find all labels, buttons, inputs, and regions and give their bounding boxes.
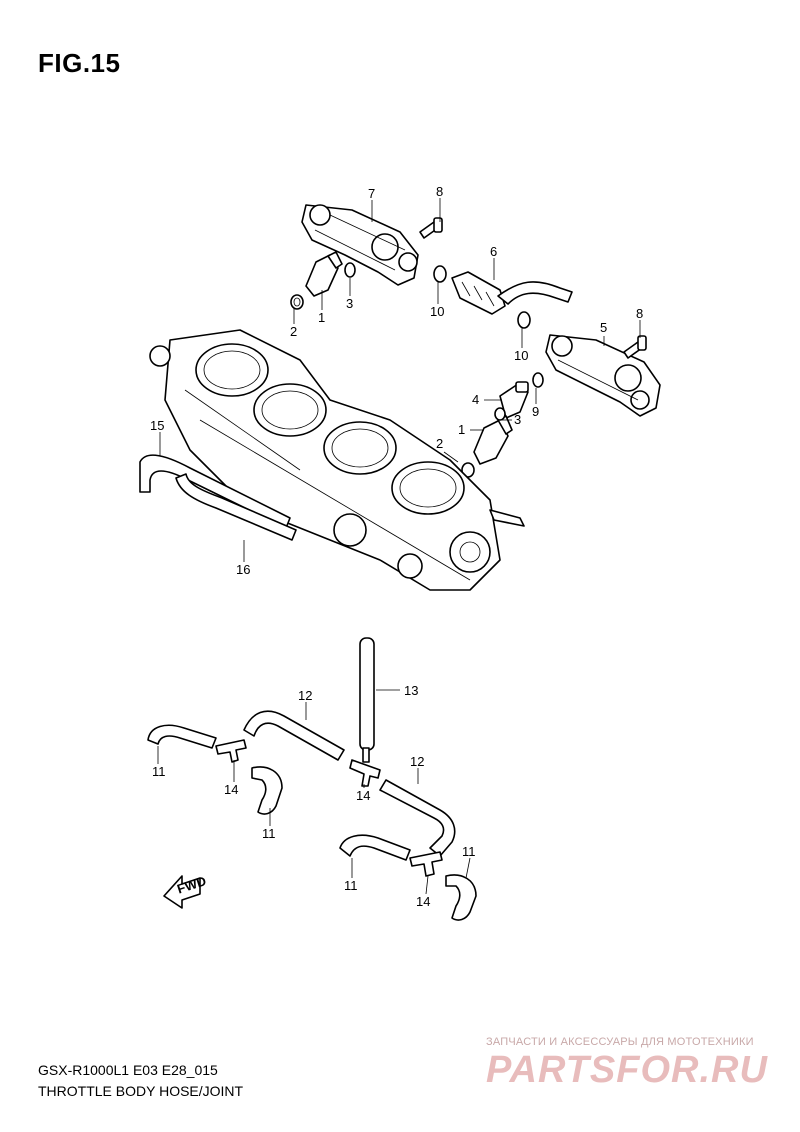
callout-11-a: 11 bbox=[152, 764, 166, 779]
o-ring-upper-2[interactable] bbox=[290, 294, 304, 310]
callout-1-upper: 1 bbox=[318, 310, 325, 325]
hose-11-b[interactable] bbox=[251, 766, 283, 815]
injector-upper[interactable] bbox=[305, 251, 343, 297]
o-ring-lower-3[interactable] bbox=[494, 407, 506, 421]
callout-1-lower: 1 bbox=[458, 422, 465, 437]
hose-11-d[interactable] bbox=[445, 874, 477, 921]
callout-3-upper: 3 bbox=[346, 296, 353, 311]
hose-11-a[interactable] bbox=[147, 724, 217, 749]
callouts: 7 8 6 1 3 2 10 10 5 8 4 9 1 3 2 15 16 12… bbox=[150, 184, 643, 909]
callout-14-center: 14 bbox=[356, 788, 370, 803]
pressure-sensor[interactable] bbox=[499, 381, 529, 419]
bolt-upper[interactable] bbox=[419, 217, 443, 239]
callout-12-right: 12 bbox=[410, 754, 424, 769]
watermark-tagline: ЗАПЧАСТИ И АКСЕССУАРЫ ДЛЯ МОТОТЕХНИКИ bbox=[486, 1036, 754, 1048]
model-code: GSX-R1000L1 E03 E28_015 bbox=[38, 1062, 218, 1078]
o-ring-10-lower[interactable] bbox=[517, 311, 531, 329]
hose-16[interactable] bbox=[175, 473, 297, 541]
hose-11-c[interactable] bbox=[339, 834, 411, 861]
callout-4: 4 bbox=[472, 392, 479, 407]
callout-6: 7 bbox=[368, 186, 375, 201]
figure-caption: THROTTLE BODY HOSE/JOINT bbox=[38, 1083, 244, 1099]
callout-2-lower: 2 bbox=[436, 436, 443, 451]
callout-2-upper: 2 bbox=[290, 324, 297, 339]
joint-14-center[interactable] bbox=[349, 747, 381, 787]
callout-15: 15 bbox=[150, 418, 164, 433]
fwd-arrow: FWD bbox=[163, 873, 208, 909]
fuel-hose[interactable] bbox=[451, 271, 573, 315]
callout-12-left: 12 bbox=[298, 688, 312, 703]
throttle-body-assembly[interactable] bbox=[149, 329, 525, 591]
callout-14-left: 14 bbox=[224, 782, 238, 797]
hose-12-left[interactable] bbox=[243, 710, 345, 761]
hose-12-right[interactable] bbox=[379, 779, 456, 857]
o-ring-upper-3[interactable] bbox=[344, 262, 356, 278]
figure-title: FIG.15 bbox=[38, 48, 121, 78]
o-ring-10-upper[interactable] bbox=[433, 265, 447, 283]
callout-16: 16 bbox=[236, 562, 250, 577]
leader-lines bbox=[157, 198, 641, 895]
bolt-lower[interactable] bbox=[623, 335, 647, 359]
callout-5: 5 bbox=[600, 320, 607, 335]
callout-13: 13 bbox=[404, 683, 418, 698]
callout-10-lower: 10 bbox=[514, 348, 528, 363]
joint-14-bottom[interactable] bbox=[409, 851, 443, 877]
callout-11-d: 11 bbox=[462, 844, 476, 859]
callout-11-c: 11 bbox=[344, 878, 358, 893]
hose-13[interactable] bbox=[359, 637, 375, 751]
fuel-rail-lower[interactable] bbox=[545, 334, 661, 417]
joint-14-left[interactable] bbox=[215, 739, 247, 763]
callout-8-upper: 8 bbox=[436, 184, 443, 199]
callout-11-b: 11 bbox=[262, 826, 276, 841]
callout-9: 9 bbox=[532, 404, 539, 419]
o-ring-9[interactable] bbox=[532, 372, 544, 388]
callout-10-upper: 10 bbox=[430, 304, 444, 319]
injector-lower[interactable] bbox=[473, 415, 513, 465]
callout-7: 6 bbox=[490, 244, 497, 259]
callout-8-lower: 8 bbox=[636, 306, 643, 321]
callout-14-bottom: 14 bbox=[416, 894, 430, 909]
callout-3-lower: 3 bbox=[514, 412, 521, 427]
watermark-brand[interactable]: PARTSFOR.RU bbox=[486, 1049, 768, 1091]
fuel-rail-upper[interactable] bbox=[301, 204, 419, 286]
